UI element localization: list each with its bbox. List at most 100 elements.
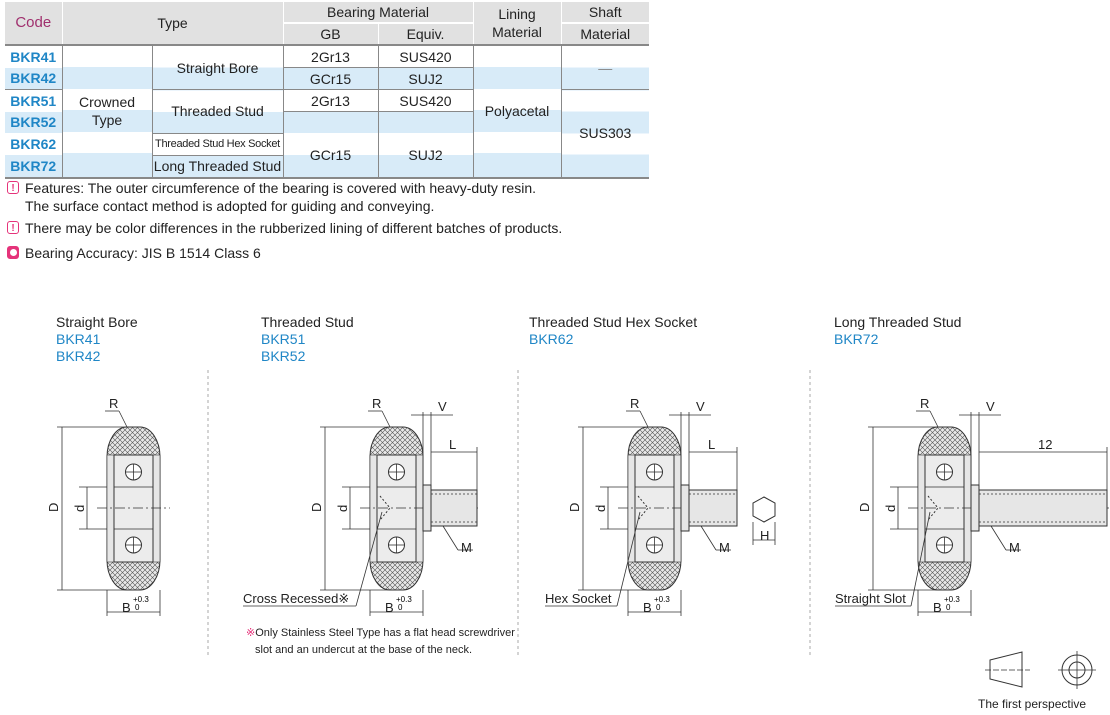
dim-L: L <box>708 437 715 452</box>
dim-D: D <box>309 503 324 512</box>
table-row: BKR41 Crowned Type Straight Bore 2Gr13 S… <box>5 44 649 179</box>
note-text: Features: The outer circumference of the… <box>25 180 536 196</box>
dim-L: 12 <box>1038 437 1052 452</box>
footnote-mark: ※ <box>246 627 256 639</box>
dim-V: V <box>696 399 705 414</box>
dim-tol-up: +0.3 <box>944 595 960 604</box>
dim-D: D <box>46 503 61 512</box>
gb-cell: GCr15 <box>282 133 378 179</box>
warning-icon: ! <box>7 181 19 194</box>
dim-R: R <box>920 396 929 411</box>
type-cell: Long Threaded Stud <box>151 154 283 179</box>
header-equiv: Equiv. <box>377 23 473 46</box>
footnote-text: slot and an undercut at the base of the … <box>255 644 473 656</box>
header-bearing-material: Bearing Material <box>282 2 473 24</box>
code-cell: BKR42 <box>5 67 62 90</box>
dim-tol-lo: 0 <box>135 603 140 612</box>
drawing-code: BKR62 <box>529 331 574 347</box>
callout-label: Hex Socket <box>545 591 612 606</box>
lining-cell: Polyacetal <box>472 44 561 179</box>
dim-R: R <box>109 396 118 411</box>
drawing-code: BKR52 <box>261 348 306 364</box>
group-type-label: Crowned Type <box>78 94 136 129</box>
note-text: There may be color differences in the ru… <box>25 220 563 236</box>
gb-cell: 2Gr13 <box>282 89 378 112</box>
dim-D: D <box>857 503 872 512</box>
warning-icon: ! <box>7 221 19 234</box>
note-text: The surface contact method is adopted fo… <box>25 198 435 214</box>
dim-D: D <box>567 503 582 512</box>
drawing-title: Threaded Stud <box>261 314 354 330</box>
drawing-title-hex-socket: Threaded Stud Hex Socket BKR62 <box>529 314 697 348</box>
header-gb: GB <box>282 23 378 46</box>
code-cell: BKR62 <box>10 136 57 152</box>
circle-icon <box>7 246 19 259</box>
drawing-title: Straight Bore <box>56 314 138 330</box>
dim-B: B <box>385 600 394 615</box>
equiv-cell <box>377 111 473 133</box>
dim-H: H <box>760 528 769 543</box>
drawing-title: Long Threaded Stud <box>834 314 962 330</box>
table-row: BKR51 Threaded Stud 2Gr13 SUS420 SUS303 <box>5 89 649 179</box>
note-color: ! There may be color differences in the … <box>7 219 562 237</box>
drawing-title-straight-bore: Straight Bore BKR41 BKR42 <box>56 314 138 365</box>
drawing-code: BKR72 <box>834 331 879 347</box>
header-lining: Lining Material <box>472 2 561 46</box>
group-type-cell: Crowned Type <box>61 44 152 179</box>
dim-tol-lo: 0 <box>946 603 951 612</box>
callout-label: Straight Slot <box>835 591 906 606</box>
equiv-cell: SUJ2 <box>377 133 473 179</box>
code-cell: BKR52 <box>5 111 62 133</box>
header-type: Type <box>61 2 283 46</box>
type-cell: Threaded Stud <box>151 89 283 133</box>
dim-d: d <box>72 505 87 512</box>
header-shaft-material: Material <box>560 23 649 46</box>
dim-L: L <box>449 437 456 452</box>
dim-d: d <box>593 505 608 512</box>
code-cell: BKR72 <box>5 155 62 179</box>
note-text: Bearing Accuracy: JIS B 1514 Class 6 <box>25 245 261 261</box>
dim-d: d <box>335 505 350 512</box>
equiv-cell: SUS420 <box>377 89 473 112</box>
note-features: ! Features: The outer circumference of t… <box>7 179 536 215</box>
dim-M: M <box>719 540 730 555</box>
dim-d: d <box>883 505 898 512</box>
drawing-code: BKR41 <box>56 331 101 347</box>
note-accuracy: Bearing Accuracy: JIS B 1514 Class 6 <box>7 244 261 262</box>
table-row: BKR62 Threaded Stud Hex Socket GCr15 SUJ… <box>5 132 649 179</box>
drawing-title-threaded-stud: Threaded Stud BKR51 BKR52 <box>261 314 354 365</box>
dim-R: R <box>630 396 639 411</box>
equiv-cell: SUS420 <box>377 44 473 68</box>
code-cell: BKR41 <box>5 44 62 68</box>
dim-B: B <box>933 600 942 615</box>
dim-tol-lo: 0 <box>398 603 403 612</box>
drawing-title-long-stud: Long Threaded Stud BKR72 <box>834 314 961 348</box>
equiv-cell: SUJ2 <box>377 67 473 90</box>
dim-B: B <box>122 600 131 615</box>
projection-label: The first perspective <box>978 697 1087 711</box>
header-code: Code <box>5 2 62 46</box>
spec-table: Code Type Bearing Material Lining Materi… <box>5 2 649 179</box>
drawing-code: BKR51 <box>261 331 306 347</box>
first-angle-projection-icon <box>985 651 1096 689</box>
drawing-title: Threaded Stud Hex Socket <box>529 314 698 330</box>
dim-B: B <box>643 600 652 615</box>
footnote: ※Only Stainless Steel Type has a flat he… <box>246 625 515 659</box>
shaft-cell: — <box>560 44 649 90</box>
dim-tol-up: +0.3 <box>396 595 412 604</box>
callout-label: Cross Recessed※ <box>243 591 349 606</box>
dim-tol-up: +0.3 <box>133 595 149 604</box>
hex-icon: H <box>752 496 776 545</box>
header-shaft: Shaft <box>560 2 649 24</box>
dim-R: R <box>372 396 381 411</box>
gb-cell: 2Gr13 <box>282 44 378 68</box>
dim-V: V <box>438 399 447 414</box>
type-cell: Threaded Stud Hex Socket <box>151 132 283 155</box>
dim-tol-lo: 0 <box>656 603 661 612</box>
table-row: BKR52 <box>5 111 649 133</box>
